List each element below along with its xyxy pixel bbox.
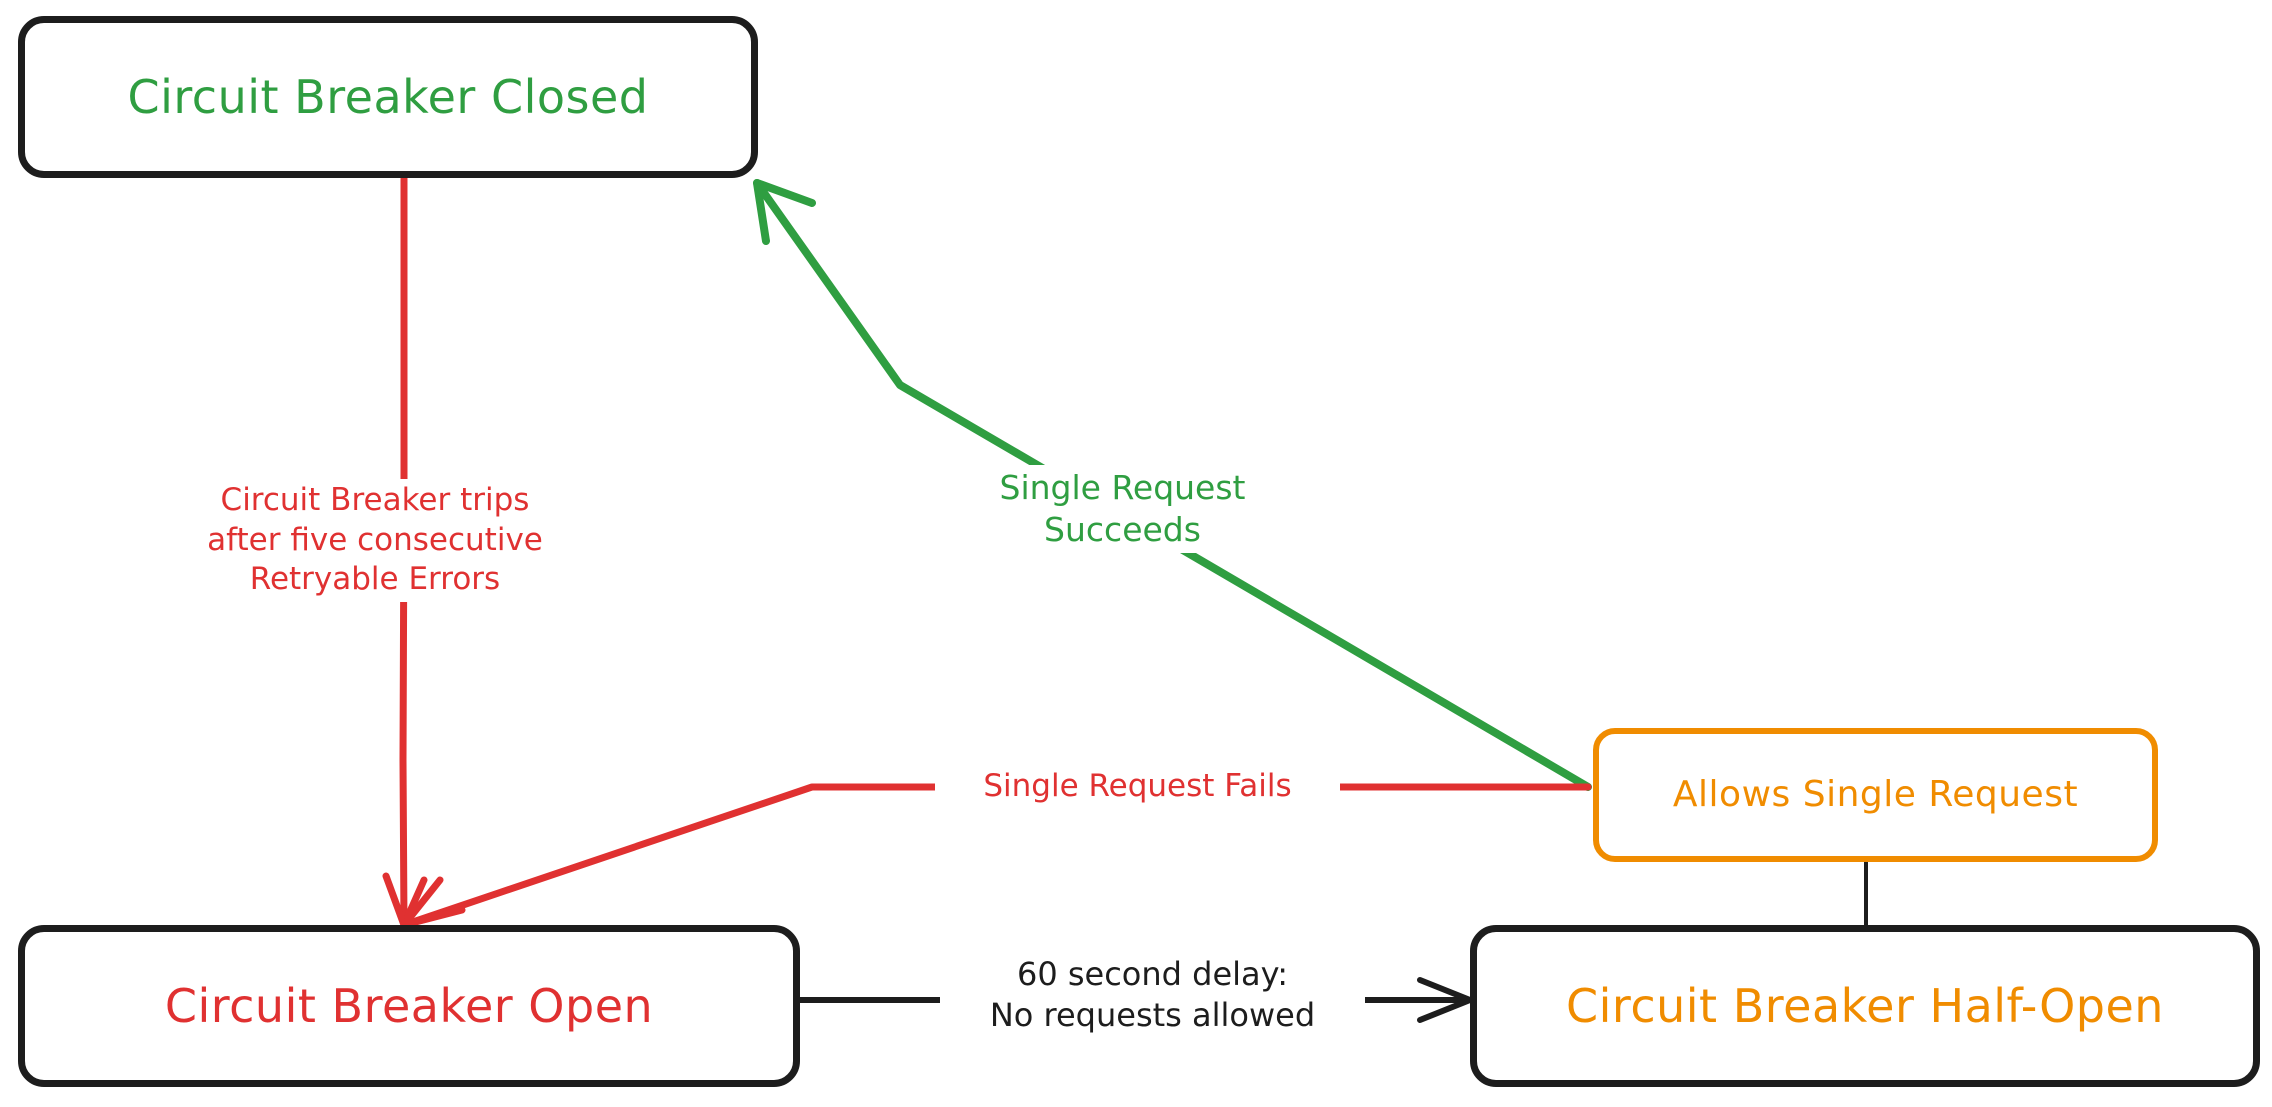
node-label-circuit-breaker-open: Circuit Breaker Open <box>164 978 654 1033</box>
edge-label-single-request-fails: Single Request Fails <box>935 765 1340 809</box>
node-circuit-breaker-half-open[interactable]: Circuit Breaker Half-Open <box>1470 925 2260 1087</box>
node-label-circuit-breaker-closed: Circuit Breaker Closed <box>127 69 649 124</box>
node-circuit-breaker-closed[interactable]: Circuit Breaker Closed <box>18 16 758 178</box>
node-label-allows-single-request: Allows Single Request <box>1672 774 2079 816</box>
node-allows-single-request[interactable]: Allows Single Request <box>1593 728 2158 862</box>
edge-label-circuit-breaker-trips: Circuit Breaker trips after five consecu… <box>160 479 590 603</box>
edge-label-single-request-succeeds: Single Request Succeeds <box>910 465 1335 554</box>
node-label-circuit-breaker-half-open: Circuit Breaker Half-Open <box>1566 978 2164 1033</box>
edge-label-sixty-second-delay: 60 second delay: No requests allowed <box>940 952 1365 1038</box>
node-circuit-breaker-open[interactable]: Circuit Breaker Open <box>18 925 800 1087</box>
